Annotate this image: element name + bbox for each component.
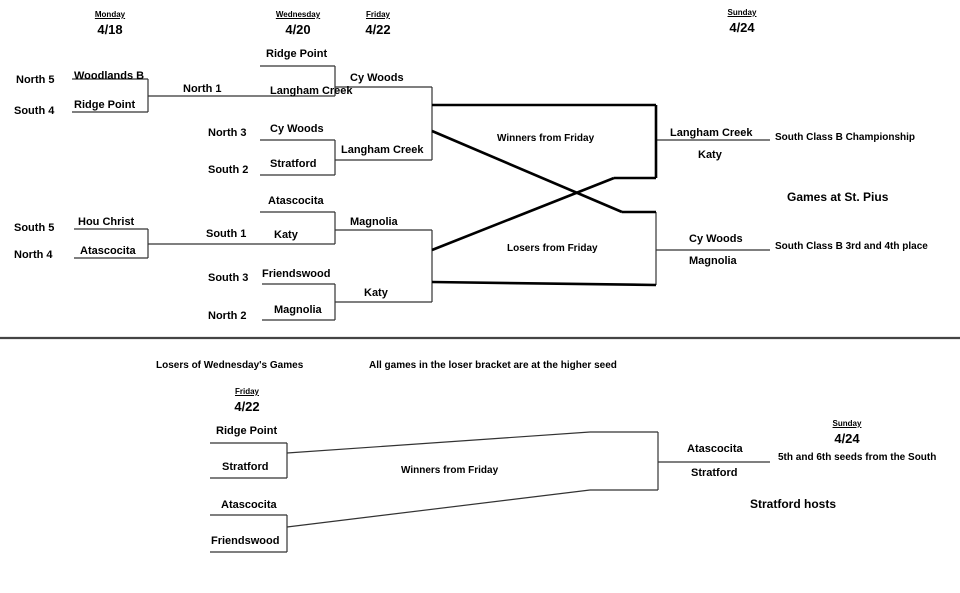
team-name: Katy	[274, 229, 298, 241]
team-name: Hou Christ	[78, 216, 135, 228]
team-name: Friendswood	[262, 268, 331, 280]
loser-header-friday-day: Friday	[234, 387, 259, 396]
loser-header-friday-date: 4/22	[234, 399, 260, 414]
team-name: Friendswood	[211, 535, 280, 547]
loser-header-sunday-date: 4/24	[834, 431, 860, 446]
team-name: Atascocita	[687, 443, 743, 455]
seed-label: South 5	[14, 222, 55, 234]
team-name: Katy	[364, 287, 388, 299]
header-sunday-date: 4/24	[729, 20, 755, 35]
host-label: Stratford hosts	[750, 497, 837, 511]
seed-label: South 1	[206, 228, 247, 240]
header-monday-day: Monday	[94, 10, 126, 19]
team-name: Atascocita	[80, 245, 136, 257]
seed-label: North 3	[208, 127, 247, 139]
header-friday-date: 4/22	[365, 22, 391, 37]
header-wednesday-date: 4/20	[285, 22, 311, 37]
venue-label: Games at St. Pius	[787, 190, 889, 204]
header-wednesday-day: Wednesday	[275, 10, 321, 19]
team-name: Magnolia	[689, 255, 737, 267]
third-place-label: South Class B 3rd and 4th place	[775, 241, 928, 252]
team-name: Magnolia	[350, 216, 398, 228]
loser-header-sunday-day: Sunday	[832, 419, 862, 428]
loser-bracket-title: Losers of Wednesday's Games	[156, 360, 304, 371]
loser-winners-from-friday-label: Winners from Friday	[401, 465, 499, 476]
losers-from-friday-label: Losers from Friday	[507, 243, 598, 254]
team-name: Cy Woods	[270, 123, 324, 135]
seed-label: South 4	[14, 105, 55, 117]
seed-label: North 5	[16, 74, 55, 86]
header-sunday-day: Sunday	[727, 8, 757, 17]
team-name: Atascocita	[221, 499, 277, 511]
seed-label: North 4	[14, 249, 53, 261]
header-monday-date: 4/18	[97, 22, 123, 37]
seed-label: North 2	[208, 310, 247, 322]
seed-label: North 1	[183, 83, 222, 95]
team-name: Woodlands B	[74, 70, 145, 82]
team-name: Atascocita	[268, 195, 324, 207]
team-name: Ridge Point	[266, 48, 328, 60]
team-name: Cy Woods	[350, 72, 404, 84]
team-name: Ridge Point	[216, 425, 278, 437]
team-name: Ridge Point	[74, 99, 136, 111]
team-name: Magnolia	[274, 304, 322, 316]
winners-from-friday-label: Winners from Friday	[497, 133, 595, 144]
team-name: Stratford	[691, 467, 738, 479]
seed-label: South 3	[208, 272, 249, 284]
team-name: Langham Creek	[670, 127, 753, 139]
header-friday-day: Friday	[365, 10, 390, 19]
team-name: Katy	[698, 149, 722, 161]
team-name: Langham Creek	[270, 85, 353, 97]
seed-label: South 2	[208, 164, 249, 176]
team-name: Langham Creek	[341, 144, 424, 156]
team-name: Cy Woods	[689, 233, 743, 245]
team-name: Stratford	[222, 461, 269, 473]
loser-bracket-note: All games in the loser bracket are at th…	[369, 360, 617, 371]
championship-label: South Class B Championship	[775, 132, 916, 143]
team-name: Stratford	[270, 158, 317, 170]
fifth-sixth-label: 5th and 6th seeds from the South	[778, 452, 937, 463]
